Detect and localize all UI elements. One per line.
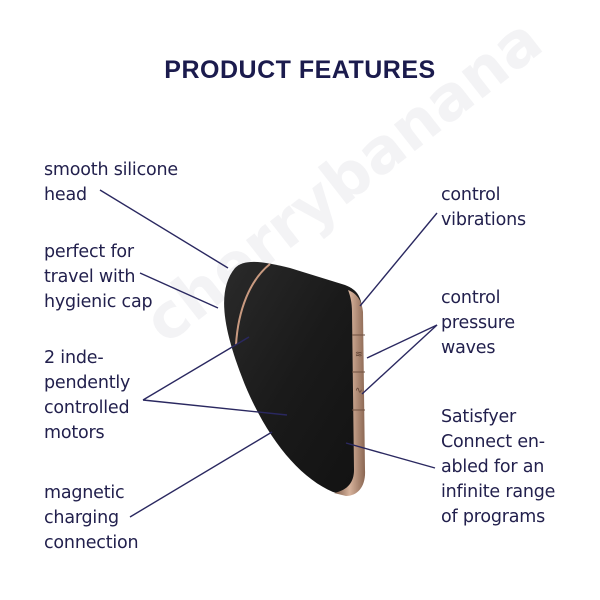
feature-smooth-silicone-head: smooth silicone head <box>44 160 178 205</box>
wave-button-icon: ≋ <box>355 350 363 360</box>
feature-hygienic-cap: perfect for travel with hygienic cap <box>44 242 153 312</box>
feature-control-vibrations: control vibrations <box>441 185 526 230</box>
vibration-button-icon: ∿ <box>355 386 363 396</box>
device-illustration: ≋ ∿ <box>224 261 366 496</box>
feature-magnetic-charging: magnetic charging connection <box>44 483 139 553</box>
feature-control-pressure-waves: control pressure waves <box>441 288 515 358</box>
feature-independent-motors: 2 inde- pendently controlled motors <box>44 348 131 443</box>
feature-satisfyer-connect: Satisfyer Connect en- abled for an infin… <box>441 407 556 527</box>
page-title: PRODUCT FEATURES <box>164 56 436 84</box>
leader-lines <box>99 189 438 518</box>
metal-trim <box>334 290 366 496</box>
